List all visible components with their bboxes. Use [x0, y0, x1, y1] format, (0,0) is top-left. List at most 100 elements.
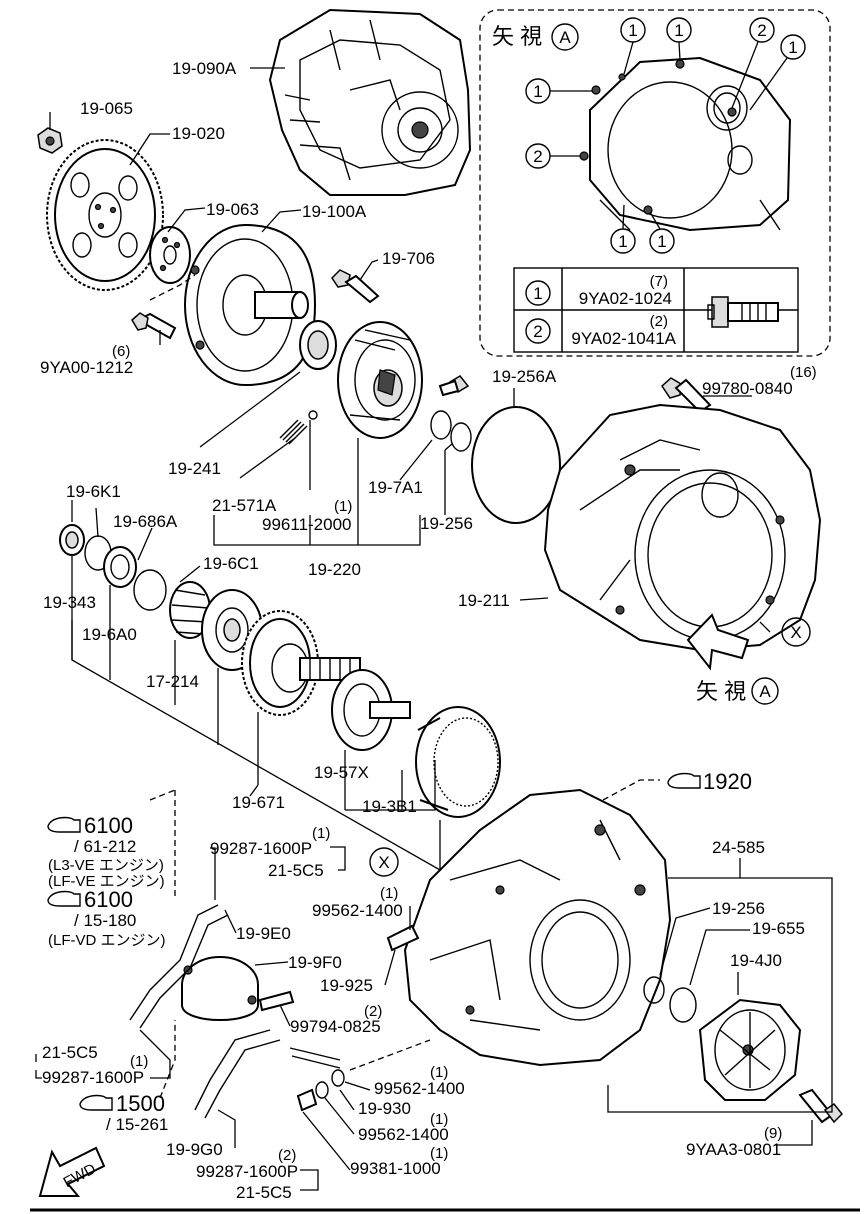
part-label: 99562-1400 [374, 1079, 465, 1098]
reference-label: 6100 [84, 813, 133, 838]
bolt-illustration [798, 1088, 844, 1124]
reference-label: 1500 [116, 1091, 165, 1116]
washer-illustration [315, 1081, 329, 1099]
part-label: 19-241 [168, 459, 221, 478]
qty-label: (1) [334, 498, 352, 515]
table-row-part: 9YA02-1024 [579, 289, 672, 308]
part-label: 9YAA3-0801 [686, 1140, 781, 1159]
part-label: 19-6A0 [82, 625, 137, 644]
part-label: 99780-0840 [702, 379, 793, 398]
table-row-qty: (2) [650, 313, 668, 330]
part-label: 19-57X [314, 763, 369, 782]
part-label: 21-5C5 [42, 1043, 98, 1062]
washer-illustration [331, 1069, 345, 1087]
qty-label: (1) [430, 1064, 448, 1081]
x-marker: X [378, 853, 389, 872]
part-label: 19-6C1 [203, 554, 259, 573]
inset-title: 矢 視 [492, 24, 542, 49]
qty-label: (6) [112, 343, 130, 360]
view-direction-arrow-icon [686, 613, 750, 671]
engine-note: (LF-VD エンジン) [48, 932, 166, 949]
part-label: 17-214 [146, 672, 199, 691]
part-label: 99381-1000 [350, 1159, 441, 1178]
x-marker-circle [781, 617, 811, 647]
inset-callout: 1 [657, 232, 666, 251]
drive-plate-illustration [46, 139, 164, 291]
part-label: 19-9E0 [236, 924, 291, 943]
part-labels: 19-090A 19-065 19-020 19-063 19-100A 19-… [38, 59, 817, 1202]
ball-illustration [308, 410, 318, 420]
seal-illustration [59, 524, 85, 556]
torque-converter-illustration [184, 224, 317, 386]
cover-illustration [698, 998, 802, 1101]
hose-illustration [194, 1029, 281, 1119]
o-ring-illustration [450, 422, 472, 452]
inset-callout: 1 [533, 82, 542, 101]
engine-note: (LF-VE エンジン) [48, 873, 165, 890]
bolt-illustration [131, 312, 177, 340]
reference-hand-icon [79, 1094, 113, 1111]
part-label: 19-930 [358, 1099, 411, 1118]
backing-plate-illustration [149, 226, 191, 284]
part-label: 9YA00-1212 [40, 358, 133, 377]
qty-label: (1) [130, 1053, 148, 1070]
inset-callout: 2 [533, 147, 542, 166]
reference-label: 1920 [703, 769, 752, 794]
inset-callout: 1 [628, 21, 637, 40]
shim-illustration [103, 546, 137, 588]
gasket-illustration [471, 406, 561, 524]
part-label: 19-706 [382, 249, 435, 268]
view-marker: A [759, 682, 771, 701]
part-label: 19-9G0 [166, 1140, 223, 1159]
part-label: 19-9F0 [288, 953, 342, 972]
o-ring-illustration [430, 410, 452, 440]
drum-illustration [331, 669, 411, 751]
part-label: 99287-1600P [42, 1068, 144, 1087]
x-marker-circle [369, 847, 399, 877]
inset-callout: 1 [618, 232, 627, 251]
reference-hand-icon [47, 816, 81, 833]
qty-label: (2) [364, 1003, 382, 1020]
inset-callout: 2 [757, 21, 766, 40]
oil-seal-illustration [299, 320, 337, 370]
transaxle-assembly-illustration [268, 8, 472, 196]
reference-sublabel: / 15-180 [74, 911, 136, 930]
part-label: 19-063 [206, 200, 259, 219]
part-label: 19-020 [172, 124, 225, 143]
part-label: 21-5C5 [268, 861, 324, 880]
qty-label: (2) [278, 1147, 296, 1164]
inset-callout: 1 [788, 38, 797, 57]
part-label: 19-4J0 [730, 951, 782, 970]
part-label: 19-6K1 [66, 482, 121, 501]
qty-label: (9) [764, 1125, 782, 1142]
part-label: 19-686A [113, 512, 178, 531]
part-label: 19-065 [80, 99, 133, 118]
bearing-illustration [169, 581, 211, 639]
table-row-part: 9YA02-1041A [571, 329, 676, 348]
part-label: 99611-2000 [262, 515, 352, 534]
drum-illustration [415, 706, 501, 818]
bolt-illustration [661, 377, 712, 414]
part-label: 19-090A [172, 59, 237, 78]
table-row-qty: (7) [650, 273, 668, 290]
bolt-illustration [438, 375, 470, 397]
reference-sublabel: / 15-261 [106, 1115, 168, 1134]
part-label: 99562-1400 [358, 1125, 449, 1144]
transaxle-case-illustration [403, 788, 672, 1067]
table-row-no: 2 [533, 322, 542, 341]
engine-note: (L3-VE エンジン) [48, 857, 164, 874]
part-label: 99287-1600P [196, 1162, 298, 1181]
flange-bolt-icon [707, 296, 779, 328]
pipe-illustration [289, 1047, 341, 1069]
part-label: 99562-1400 [312, 901, 403, 920]
oil-cooler-illustration [181, 956, 259, 1021]
seal-illustration [669, 987, 697, 1023]
plug-illustration [296, 1088, 318, 1112]
view-a-inset: 矢 視 A 1 2 1 1 2 1 1 [479, 9, 831, 357]
part-label: 24-585 [712, 838, 765, 857]
part-label: 99794-0825 [290, 1017, 381, 1036]
part-label: 19-655 [752, 919, 805, 938]
part-label: 19-7A1 [368, 478, 423, 497]
reference-label: 6100 [84, 887, 133, 912]
